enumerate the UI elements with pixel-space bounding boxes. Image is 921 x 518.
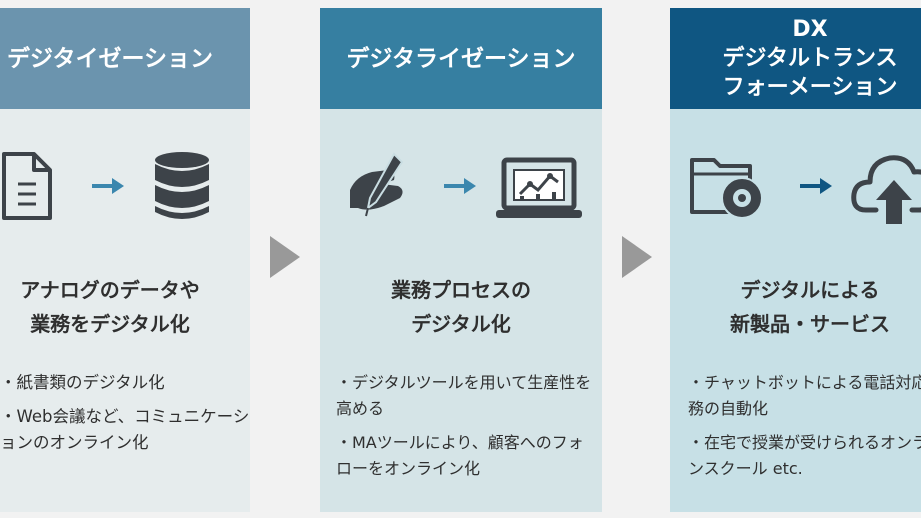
flow-arrow-icon	[270, 236, 300, 278]
stage-title-line: アナログのデータや	[20, 278, 200, 302]
stage-icons	[0, 146, 250, 226]
stage-title: アナログのデータや 業務をデジタル化	[0, 273, 250, 341]
stage-title-line: 新製品・サービス	[730, 312, 890, 336]
stage-title-line: 業務プロセスの	[391, 278, 531, 302]
bullet-item: ・在宅で授業が受けられるオンラインスクール etc.	[688, 433, 921, 478]
stage-digitization: デジタイゼーション アナログのデータや 業務をデジタル化 ・紙書類のデジタル化 …	[0, 8, 250, 512]
stage-digitalization: デジタライゼーション 業務プロセスの デジタル化 ・デジタルツールを用いて生産性…	[320, 8, 602, 512]
stage-title: 業務プロセスの デジタル化	[320, 273, 602, 341]
bullet-item: ・Web会議など、コミュニケーションのオンライン化	[0, 407, 250, 452]
stage-title-line: デジタルによる	[740, 278, 880, 302]
stage-heading: デジタイゼーション	[0, 8, 250, 109]
small-arrow-icon	[92, 178, 124, 194]
hand-writing-icon	[350, 152, 404, 217]
stage-title: デジタルによる 新製品・サービス	[670, 273, 921, 341]
cloud-upload-icon	[851, 155, 921, 224]
stage-dx: DX デジタルトランス フォーメーション デジタルによる 新製品・サービス ・チ…	[670, 8, 921, 512]
stage-icons	[670, 146, 921, 226]
bullet-item: ・チャットボットによる電話対応業務の自動化	[688, 373, 921, 418]
stage-heading: DX デジタルトランス フォーメーション	[670, 8, 921, 109]
bullet-item: ・紙書類のデジタル化	[0, 373, 165, 392]
stage-heading-line: デジタルトランス	[722, 46, 898, 71]
stage-icons	[320, 146, 602, 226]
bullet-item: ・MAツールにより、顧客へのフォローをオンライン化	[336, 433, 584, 478]
flow-arrow-icon	[622, 236, 652, 278]
small-arrow-icon	[444, 178, 476, 194]
stage-bullets: ・チャットボットによる電話対応業務の自動化 ・在宅で授業が受けられるオンラインス…	[688, 370, 921, 490]
stage-title-line: 業務をデジタル化	[30, 312, 190, 336]
stage-heading-line: DX	[792, 17, 828, 42]
stage-bullets: ・デジタルツールを用いて生産性を高める ・MAツールにより、顧客へのフォローをオ…	[336, 370, 596, 490]
stage-bullets: ・紙書類のデジタル化 ・Web会議など、コミュニケーションのオンライン化	[0, 370, 260, 464]
database-icon	[155, 152, 209, 219]
stage-title-line: デジタル化	[411, 312, 511, 336]
small-arrow-icon	[800, 178, 832, 194]
stage-heading: デジタライゼーション	[320, 8, 602, 109]
laptop-chart-icon	[496, 157, 582, 218]
stage-heading-line: フォーメーション	[722, 75, 898, 100]
stage-heading-text: デジタイゼーション	[6, 45, 214, 72]
folder-disc-icon	[690, 158, 763, 219]
document-icon	[2, 152, 52, 220]
bullet-item: ・デジタルツールを用いて生産性を高める	[336, 373, 592, 418]
stage-heading-text: デジタライゼーション	[346, 45, 576, 72]
